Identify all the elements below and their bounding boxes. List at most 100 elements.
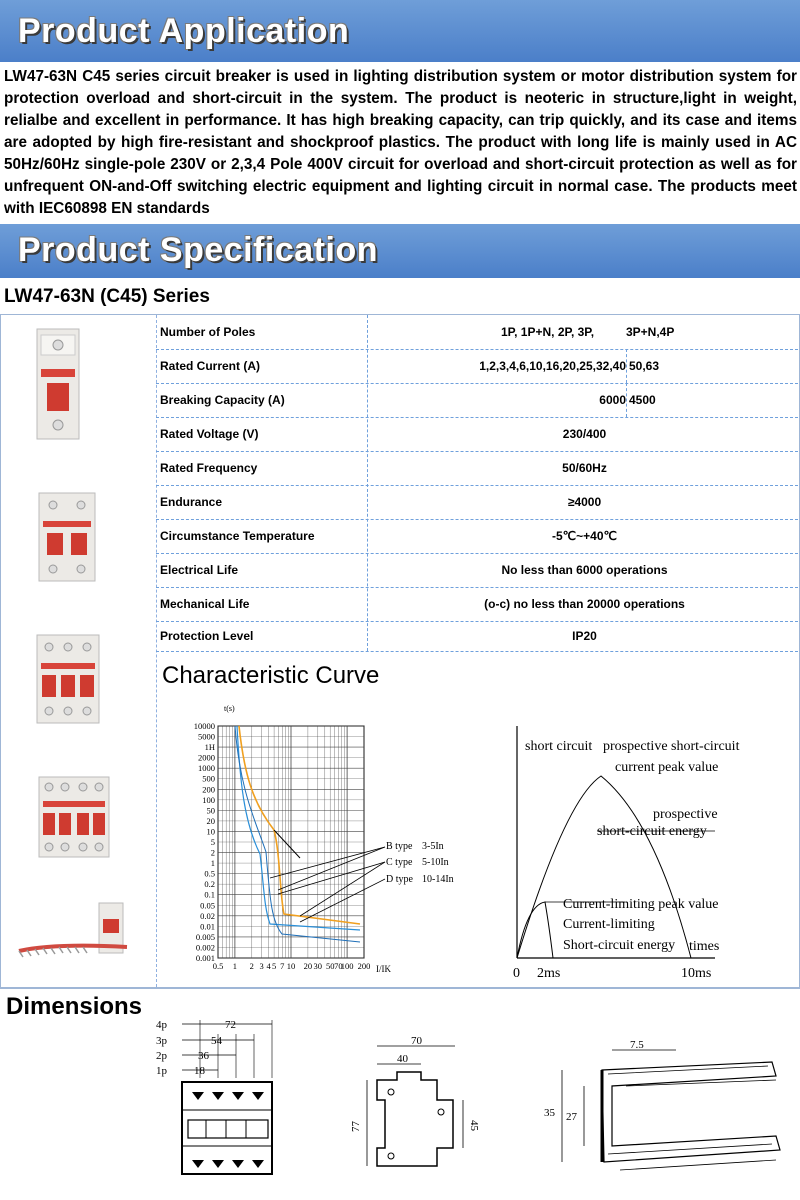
- x-tick-label: 50: [326, 961, 335, 971]
- x-tick-label: 10: [287, 961, 296, 971]
- y-tick-label: 100: [202, 795, 215, 805]
- application-title: Product Application: [18, 12, 350, 50]
- y-tick-label: 500: [202, 774, 215, 784]
- prospective-curve: [516, 775, 692, 959]
- sc-label-times: times: [689, 939, 719, 954]
- breaker-3p-image: [36, 634, 100, 724]
- y-tick-label: 2000: [198, 753, 215, 763]
- side-height-45: 45: [468, 1120, 480, 1132]
- trip-curve-grid: 1000050001H200010005002001005020105210.5…: [194, 721, 371, 971]
- width-2p: 36: [198, 1050, 210, 1062]
- width-3p: 54: [211, 1035, 223, 1047]
- y-tick-label: 50: [207, 805, 216, 815]
- x-tick-label: 4: [267, 961, 272, 971]
- y-tick-label: 0.01: [200, 921, 215, 931]
- y-tick-label: 1000: [198, 763, 215, 773]
- pole-label-1p: 1p: [156, 1065, 168, 1077]
- trip-curve-chart: 1000050001H200010005002001005020105210.5…: [194, 704, 454, 974]
- y-tick-label: 5: [211, 837, 215, 847]
- spec-row: Electrical Life No less than 6000 operat…: [156, 553, 798, 588]
- side-width-40: 40: [397, 1053, 409, 1065]
- sc-label-sc-energy: Short-circuit energy: [563, 938, 675, 953]
- sc-label-limit-peak: Current-limiting peak value: [563, 897, 719, 912]
- x-tick-label: 3: [260, 961, 264, 971]
- spec-label: Rated Current (A): [160, 359, 261, 373]
- spec-value: -5℃~+40℃: [552, 529, 617, 543]
- y-tick-label: 0.02: [200, 911, 215, 921]
- spec-label: Breaking Capacity (A): [160, 393, 285, 407]
- y-tick-label: 1: [211, 858, 215, 868]
- product-images: [1, 315, 157, 987]
- spec-value: ≥4000: [567, 495, 602, 509]
- y-tick-label: 200: [202, 784, 215, 794]
- d-type-curve: [234, 725, 361, 943]
- x-tick-label: 1: [233, 961, 237, 971]
- y-unit-label: t(s): [224, 704, 235, 713]
- legend-b-range: 3-5In: [422, 841, 444, 852]
- rail-height-35: 35: [544, 1107, 556, 1119]
- x-tick-label: 20: [304, 961, 313, 971]
- busbar-image: [18, 902, 128, 958]
- spec-value-b: 50,63: [629, 359, 660, 373]
- y-tick-label: 0.5: [204, 869, 215, 879]
- breaker-2p-image: [38, 492, 96, 582]
- spec-row: Rated Voltage (V) 230/400: [156, 417, 798, 452]
- b-type-curve: [236, 725, 361, 931]
- width-4p: 72: [225, 1019, 236, 1031]
- rail-width: 7.5: [630, 1039, 644, 1051]
- current-limiting-diagram: short circuit prospective short-circuit …: [513, 726, 740, 981]
- y-tick-label: 1H: [205, 742, 215, 752]
- spec-divider: [626, 349, 627, 383]
- pole-label-3p: 3p: [156, 1035, 168, 1047]
- breaker-4p-image: [38, 776, 110, 858]
- y-tick-label: 10000: [194, 721, 215, 731]
- sc-label-limiting: Current-limiting: [563, 917, 655, 932]
- rail-dimension-drawing: 7.5 35 27: [544, 1039, 781, 1171]
- x-tick-label: 30: [314, 961, 323, 971]
- sc-x-10ms: 10ms: [681, 966, 711, 981]
- sc-label-peak-2: current peak value: [615, 760, 718, 775]
- dimensions-title: Dimensions: [6, 993, 143, 1020]
- y-tick-label: 0.1: [204, 890, 215, 900]
- x-tick-label: 100: [341, 961, 354, 971]
- specification-header: Product Specification: [0, 224, 800, 278]
- sc-label-energy-1: prospective: [653, 807, 718, 822]
- y-tick-label: 5000: [198, 732, 215, 742]
- spec-value: 50/60Hz: [562, 461, 607, 475]
- sc-label-short-circuit: short circuit: [525, 739, 592, 754]
- sc-label-peak-1: prospective short-circuit: [603, 739, 740, 754]
- spec-label: Rated Frequency: [160, 461, 258, 475]
- x-tick-label: 2: [250, 961, 254, 971]
- spec-row: Breaking Capacity (A) 6000 4500: [156, 383, 798, 418]
- spec-label: Circumstance Temperature: [160, 529, 315, 543]
- spec-value-a: 1,2,3,4,6,10,16,20,25,32,40: [479, 359, 626, 373]
- spec-row: Number of Poles 1P, 1P+N, 2P, 3P, 3P+N,4…: [156, 315, 798, 350]
- legend-c-range: 5-10In: [422, 857, 449, 868]
- spec-value: IP20: [572, 629, 597, 643]
- legend-c-type: C type: [386, 857, 413, 868]
- specification-title: Product Specification: [18, 231, 378, 269]
- sc-x-2ms: 2ms: [537, 966, 560, 981]
- y-tick-label: 10: [207, 826, 216, 836]
- spec-row: Mechanical Life (o-c) no less than 20000…: [156, 587, 798, 622]
- x-unit-label: I/IK: [376, 964, 391, 974]
- x-tick-label: 200: [358, 961, 371, 971]
- y-tick-label: 0.2: [204, 879, 215, 889]
- side-dimension-drawing: 70 40 77 45: [350, 1036, 480, 1167]
- limited-curve: [516, 901, 554, 959]
- c-type-curve: [238, 725, 361, 925]
- x-tick-label: 5: [272, 961, 276, 971]
- rail-height-27: 27: [566, 1111, 578, 1123]
- spec-value-b: 4500: [629, 393, 656, 407]
- x-tick-label: 0.5: [213, 961, 224, 971]
- characteristic-title: Characteristic Curve: [162, 662, 380, 689]
- spec-value-a: 1P, 1P+N, 2P, 3P,: [501, 325, 595, 339]
- y-tick-label: 0.05: [200, 900, 215, 910]
- spec-row: Endurance ≥4000: [156, 485, 798, 520]
- spec-label: Mechanical Life: [160, 597, 250, 611]
- sc-x-0: 0: [513, 966, 520, 981]
- pole-label-4p: 4p: [156, 1019, 168, 1031]
- spec-label: Electrical Life: [160, 563, 239, 577]
- spec-column-divider: [367, 315, 368, 651]
- sc-label-energy-2: short-circuit energy: [597, 824, 707, 839]
